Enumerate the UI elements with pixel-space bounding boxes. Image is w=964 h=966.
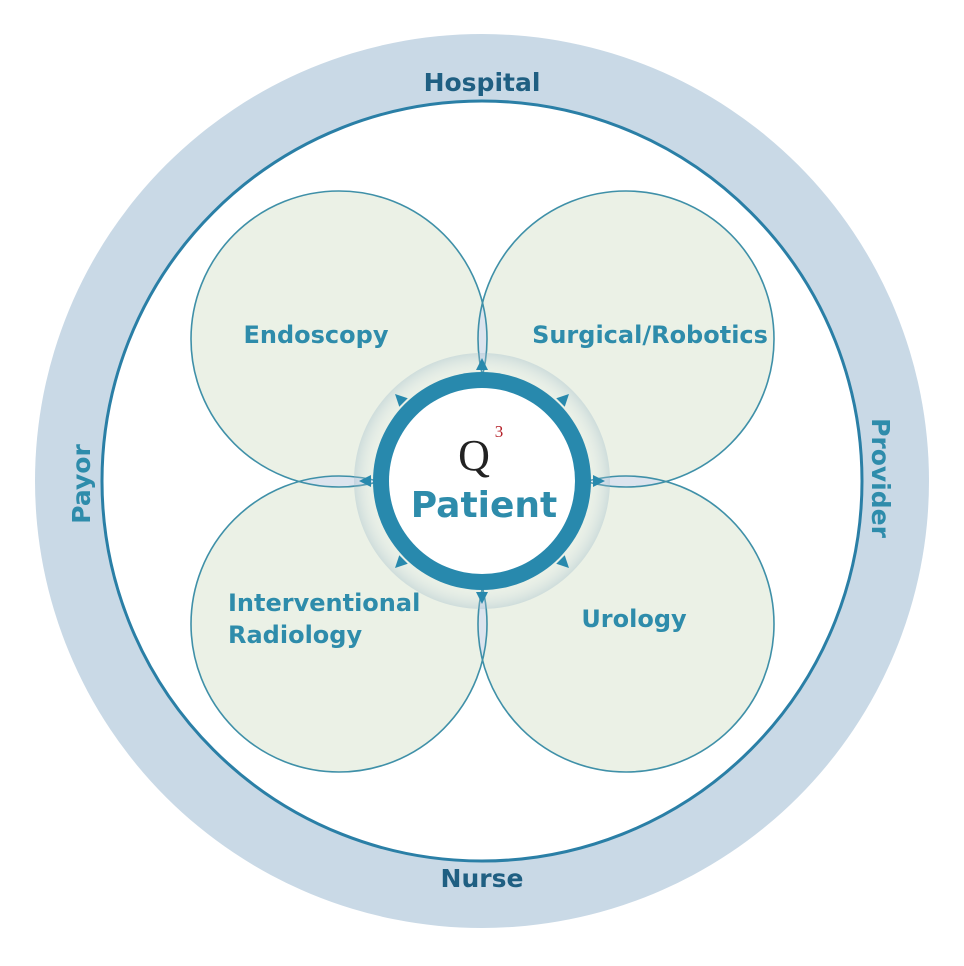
center-label-patient: Patient [411, 485, 558, 526]
arrow-markers [359, 358, 605, 604]
label-radiology: Radiology [228, 621, 362, 649]
arrow-marker-4 [476, 592, 488, 604]
logo-superscript: 3 [495, 422, 504, 441]
petal-outline-endoscopy [190, 190, 488, 488]
arrow-marker-6 [359, 475, 371, 487]
arrow-marker-2 [593, 475, 605, 487]
center-disk [389, 388, 575, 574]
arrow-marker-1 [556, 394, 569, 407]
ring-label-hospital: Hospital [424, 68, 541, 97]
arrow-marker-7 [395, 394, 408, 407]
petal-outline-surgical [477, 190, 775, 488]
arrow-marker-3 [556, 555, 569, 568]
ring-label-payor: Payor [67, 444, 96, 524]
arrow-marker-5 [395, 555, 408, 568]
label-urology: Urology [581, 605, 687, 633]
logo-q: Q [458, 431, 490, 480]
petal-outline-urology [477, 475, 775, 773]
arrow-marker-0 [476, 358, 488, 370]
ring-label-provider: Provider [866, 418, 895, 539]
label-endoscopy: Endoscopy [244, 321, 389, 349]
label-surgical-robotics: Surgical/Robotics [532, 321, 768, 349]
petal-outline-radiology [190, 475, 488, 773]
center-hub: Q 3 Patient [354, 353, 610, 609]
label-interventional: Interventional [228, 589, 420, 617]
ring-label-nurse: Nurse [441, 864, 524, 893]
